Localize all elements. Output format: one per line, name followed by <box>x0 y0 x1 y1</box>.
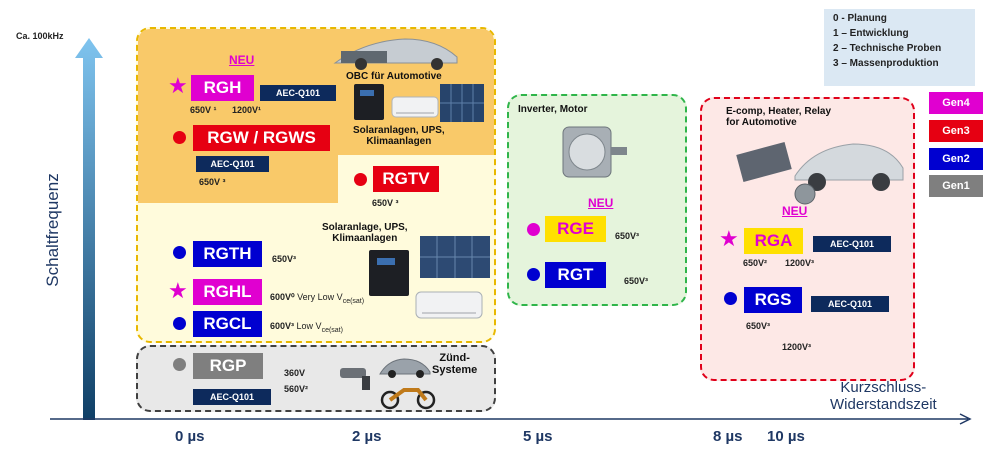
product-rgt: RGT <box>545 262 606 288</box>
product-rgtv: RGTV <box>373 166 439 192</box>
voltage-rgcl-value: 600V³ <box>270 321 295 331</box>
product-rgp: RGP <box>193 353 263 379</box>
stage-2: 2 – Technische Proben <box>833 43 942 54</box>
x-tick-8us: 8 µs <box>713 428 743 445</box>
voltage-rga-1: 650V² <box>743 258 768 268</box>
voltage-rgcl-note-sub: ce(sat) <box>321 326 343 334</box>
voltage-rga-2: 1200V³ <box>785 258 815 268</box>
gen4-star-rga: ★ <box>719 226 739 251</box>
stage-legend: 0 - Planung 1 – Entwicklung 2 – Technisc… <box>824 9 975 86</box>
obc-label: OBC für Automotive <box>346 71 442 82</box>
gen3-dot-rgtv <box>354 173 367 186</box>
product-rge: RGE <box>545 216 606 242</box>
product-rgs: RGS <box>744 287 802 313</box>
y-axis-top-label: Ca. 100kHz <box>16 31 64 41</box>
car-image-gen1 <box>379 358 431 378</box>
solar1-label-line2: Klimaanlagen <box>366 136 432 147</box>
voltage-rgw: 650V ³ <box>199 177 226 187</box>
ups-image-1 <box>354 84 384 120</box>
solar1-label: Solaranlagen, UPS, Klimaanlagen <box>353 125 445 147</box>
neu-label-rgh: NEU <box>229 53 255 67</box>
gen4-dot-rge <box>527 223 540 236</box>
automotive-components-image <box>736 142 904 205</box>
voltage-rghl: 600V⁰ Very Low Vce(sat) <box>270 292 364 305</box>
gen2-dot-rgs <box>724 292 737 305</box>
product-rgh: RGH <box>191 75 254 101</box>
solar-panel-image-2 <box>420 236 490 278</box>
aec-rgw: AEC-Q101 <box>196 156 269 172</box>
gen3-badge: Gen3 <box>929 120 983 142</box>
x-tick-0us: 0 µs <box>175 428 205 445</box>
voltage-rgt: 650V³ <box>624 276 649 286</box>
x-tick-2us: 2 µs <box>352 428 382 445</box>
voltage-rgp-2: 560V² <box>284 384 309 394</box>
aec-rgp: AEC-Q101 <box>193 389 271 405</box>
gen2-dot-rgcl <box>173 317 186 330</box>
product-rga: RGA <box>744 228 803 254</box>
gen2-badge: Gen2 <box>929 148 983 170</box>
product-rghl: RGHL <box>193 279 262 305</box>
motor-image <box>562 126 627 178</box>
voltage-rgs-1: 650V³ <box>746 321 771 331</box>
voltage-rgth: 650V³ <box>272 254 297 264</box>
gen1-dot-rgp <box>173 358 186 371</box>
voltage-rghl-value: 600V⁰ <box>270 292 295 302</box>
ignition-label: Zünd- Systeme <box>432 352 477 376</box>
aircon-image-2 <box>415 291 483 319</box>
ignition-label-line1: Zünd- <box>439 352 470 364</box>
aec-rgh: AEC-Q101 <box>260 85 336 101</box>
aec-rgs: AEC-Q101 <box>811 296 889 312</box>
gen4-badge: Gen4 <box>929 92 983 114</box>
gen4-star-rgh: ★ <box>168 73 188 98</box>
voltage-rgp-1: 360V <box>284 368 306 378</box>
stage-3: 3 – Massenproduktion <box>833 58 939 69</box>
ups-image-2 <box>369 250 409 296</box>
voltage-rgcl-note: Low V <box>296 321 322 331</box>
voltage-rghl-note-sub: ce(sat) <box>342 297 365 305</box>
stage-0: 0 - Planung <box>833 13 887 24</box>
aec-rga: AEC-Q101 <box>813 236 891 252</box>
gen2-dot-rgt <box>527 268 540 281</box>
product-rgcl: RGCL <box>193 311 262 337</box>
x-axis-label-line1: Kurzschluss- <box>840 379 927 396</box>
voltage-rgtv: 650V ³ <box>372 198 399 208</box>
x-axis-label: Kurzschluss- Widerstandszeit <box>830 379 937 413</box>
aircon-image-1 <box>391 96 439 118</box>
group-10us-title: E-comp, Heater, Relay for Automotive <box>726 106 831 128</box>
x-axis-label-line2: Widerstandszeit <box>830 396 937 413</box>
neu-label-rga: NEU <box>782 204 808 218</box>
stage-1: 1 – Entwicklung <box>833 28 909 39</box>
car-chassis-image <box>333 38 458 70</box>
voltage-rgs-2: 1200V³ <box>782 342 812 352</box>
group-10us-title-line2: for Automotive <box>726 117 797 128</box>
solar2-label: Solaranlage, UPS, Klimaanlagen <box>322 222 408 244</box>
x-tick-5us: 5 µs <box>523 428 553 445</box>
group-5us-title: Inverter, Motor <box>518 104 588 115</box>
product-rgw-rgws: RGW / RGWS <box>193 125 330 151</box>
voltage-rgh-2: 1200V¹ <box>232 105 262 115</box>
x-tick-10us: 10 µs <box>767 428 805 445</box>
gen4-star-rghl: ★ <box>168 278 188 303</box>
motorcycle-image <box>380 388 436 410</box>
y-axis-arrow <box>75 38 103 420</box>
y-axis-label: Schaltfrequenz <box>43 173 62 287</box>
gen2-dot-rgth <box>173 246 186 259</box>
voltage-rgh-1: 650V ¹ <box>190 105 217 115</box>
solar2-label-line1: Solaranlage, UPS, <box>322 222 408 233</box>
gen1-badge: Gen1 <box>929 175 983 197</box>
voltage-rghl-note: Very Low V <box>297 292 343 302</box>
gen3-dot-rgw <box>173 131 186 144</box>
ignition-label-line2: Systeme <box>432 364 478 376</box>
ignition-coil-image <box>340 368 370 390</box>
group-10us-title-line1: E-comp, Heater, Relay <box>726 106 832 117</box>
voltage-rge: 650V³ <box>615 231 640 241</box>
x-axis-arrow <box>50 413 972 425</box>
solar-panel-image-1 <box>440 84 484 122</box>
solar1-label-line1: Solaranlagen, UPS, <box>353 125 445 136</box>
voltage-rgcl: 600V³ Low Vce(sat) <box>270 321 343 334</box>
solar2-label-line2: Klimaanlagen <box>332 233 398 244</box>
neu-label-rge: NEU <box>588 196 614 210</box>
product-rgth: RGTH <box>193 241 262 267</box>
